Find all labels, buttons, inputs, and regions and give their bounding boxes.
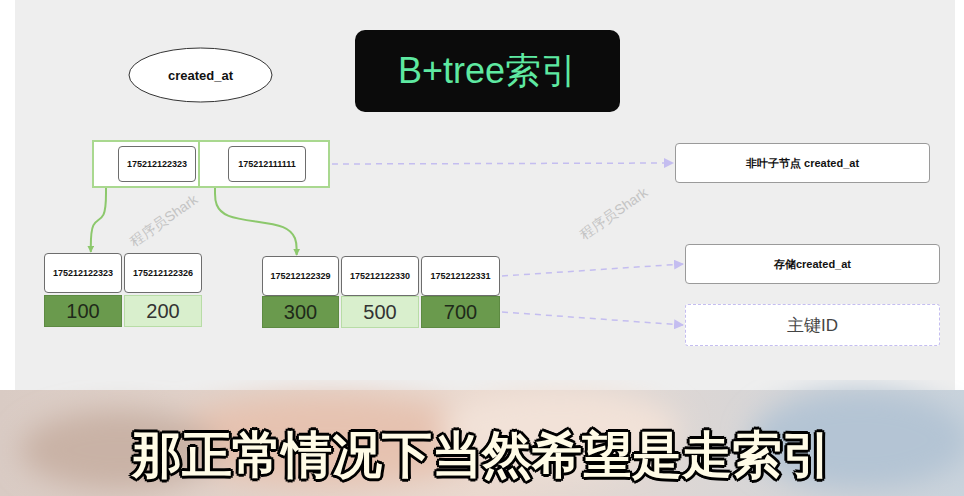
key-box: 175212122323 — [44, 253, 122, 293]
node-text: 300 — [284, 301, 317, 324]
node-text: 200 — [146, 300, 179, 323]
primary-key-cell: 700 — [421, 296, 500, 328]
connector — [332, 163, 673, 164]
node-text: 700 — [444, 301, 477, 324]
node-text: 175212122331 — [430, 271, 490, 281]
primary-key-cell: 200 — [124, 295, 202, 327]
root-node-fill — [92, 140, 330, 188]
node-text: 500 — [363, 301, 396, 324]
node-text: 175212111111 — [238, 159, 296, 169]
node-text: 175212122330 — [350, 271, 410, 281]
key-box: 175212122330 — [341, 256, 419, 296]
node-text: 175212122326 — [133, 268, 193, 278]
field-ellipse: created_at — [128, 47, 273, 103]
primary-key-cell: 100 — [44, 295, 122, 327]
node-text: 100 — [66, 300, 99, 323]
node-text: 主键ID — [787, 314, 838, 337]
note-box: 存储created_at — [685, 244, 940, 284]
key-box: 175212122323 — [118, 146, 196, 182]
node-text: 175212122323 — [127, 159, 187, 169]
node-text: created_at — [168, 68, 233, 83]
node-text: 存储created_at — [774, 257, 851, 272]
title-banner: B+tree索引 — [355, 30, 620, 112]
key-box: 175212111111 — [228, 146, 306, 182]
key-box: 175212122331 — [421, 256, 500, 296]
node-text: 175212122323 — [53, 268, 113, 278]
connector — [502, 312, 683, 325]
key-box: 175212122326 — [124, 253, 202, 293]
node-text: 非叶子节点 created_at — [746, 156, 859, 171]
note-box-dashed: 主键ID — [685, 304, 940, 346]
slide-ground — [15, 0, 955, 392]
key-box: 175212122329 — [262, 256, 339, 296]
root-divider — [198, 141, 200, 187]
primary-key-cell: 500 — [341, 296, 419, 328]
connector — [215, 188, 297, 255]
title-text: B+tree索引 — [398, 47, 577, 96]
subtitle: 那正常情况下当然希望是走索引 — [0, 422, 964, 489]
node-text: 175212122329 — [270, 271, 330, 281]
root-index-node: 175212122323 175212111111 — [92, 140, 330, 188]
primary-key-cell: 300 — [262, 296, 339, 328]
connector — [502, 264, 683, 276]
note-box: 非叶子节点 created_at — [675, 143, 930, 183]
connector — [91, 188, 106, 252]
